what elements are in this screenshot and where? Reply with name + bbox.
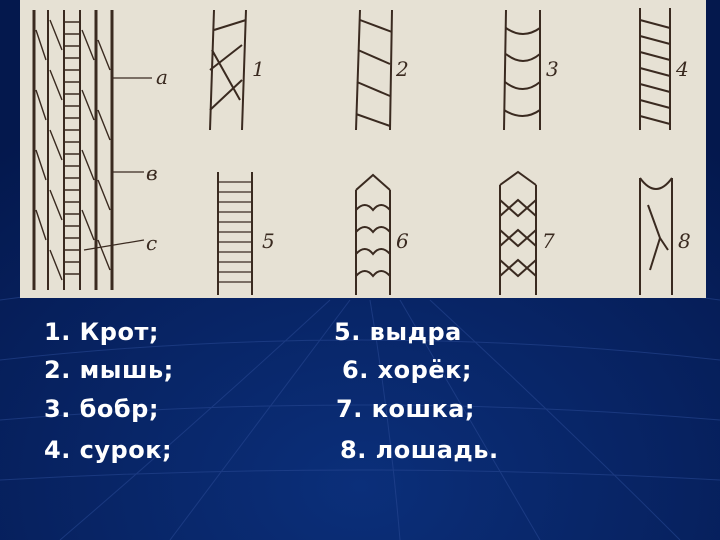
hair-number-8: 8	[678, 229, 691, 253]
hair-number-2: 2	[395, 57, 409, 81]
hair-section-drawing	[32, 10, 152, 290]
hair-drawing-3	[503, 9, 541, 131]
hair-drawing-5	[217, 172, 253, 295]
legend-item-2: 2. мышь;	[44, 356, 174, 384]
hair-number-1: 1	[252, 57, 265, 81]
legend-item-7: 7. кошка;	[336, 395, 476, 423]
legend-item-5: 5. выдра	[334, 318, 462, 346]
legend-item-1: 1. Крот;	[44, 318, 159, 346]
hair-drawing-2	[355, 9, 393, 131]
hair-drawing-7	[499, 170, 537, 295]
legend-item-4: 4. сурок;	[44, 436, 173, 464]
hair-structure-illustration: a в c 1 2 3 4 5 6 7 8	[20, 0, 706, 298]
hair-number-6: 6	[396, 229, 409, 253]
hair-drawing-8	[639, 177, 673, 295]
hair-drawings: a в c 1 2 3 4 5 6 7 8	[32, 8, 691, 295]
legend-item-3: 3. бобр;	[44, 395, 159, 423]
hair-number-5: 5	[262, 229, 275, 253]
hair-number-7: 7	[542, 229, 555, 253]
hair-number-4: 4	[675, 57, 689, 81]
hair-number-3: 3	[546, 57, 559, 81]
legend-item-8: 8. лошадь.	[340, 436, 499, 464]
hair-drawing-4	[639, 8, 671, 130]
hair-drawing-1	[209, 9, 247, 131]
callout-label-c: c	[146, 231, 157, 255]
hair-drawing-6	[355, 173, 391, 295]
legend-item-6: 6. хорёк;	[342, 356, 472, 384]
callout-label-b: в	[146, 161, 158, 185]
callout-label-a: a	[156, 65, 168, 89]
